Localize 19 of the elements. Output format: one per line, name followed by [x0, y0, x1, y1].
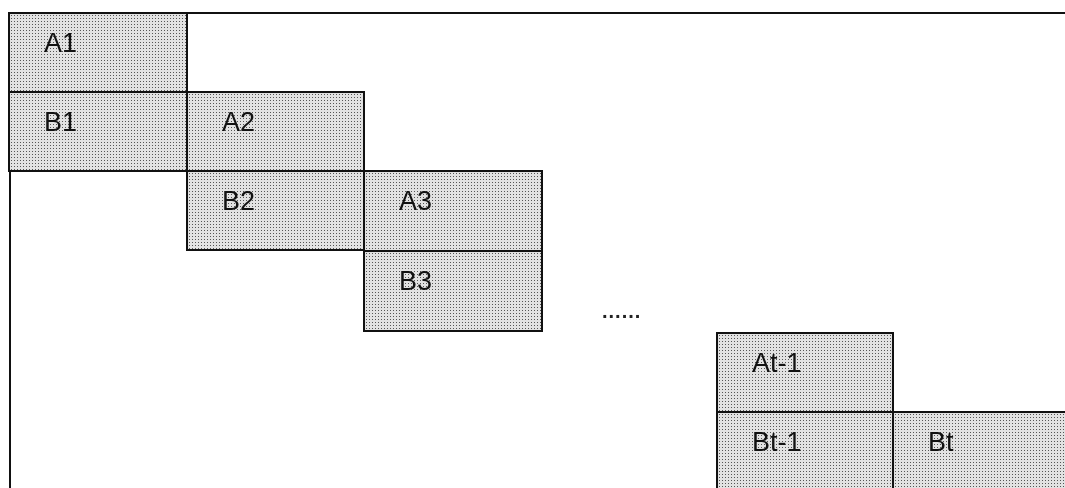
block-label: B1 [44, 107, 78, 138]
block-label: At-1 [752, 348, 802, 379]
matrix-block [363, 170, 543, 252]
matrix-block [186, 91, 365, 172]
matrix-block [186, 170, 365, 251]
matrix-block [892, 411, 1065, 488]
block-label: A1 [44, 28, 78, 59]
block-label: A2 [222, 107, 256, 138]
ellipsis: ...... [602, 300, 642, 323]
block-label: Bt-1 [752, 427, 802, 458]
block-label: B2 [222, 186, 256, 217]
matrix-block [716, 332, 894, 414]
block-label: Bt [928, 427, 954, 458]
matrix-block [8, 12, 188, 93]
matrix-block [8, 91, 188, 172]
matrix-block [363, 250, 543, 332]
block-label: A3 [399, 186, 433, 217]
block-label: B3 [399, 266, 433, 297]
matrix-block [716, 411, 894, 488]
